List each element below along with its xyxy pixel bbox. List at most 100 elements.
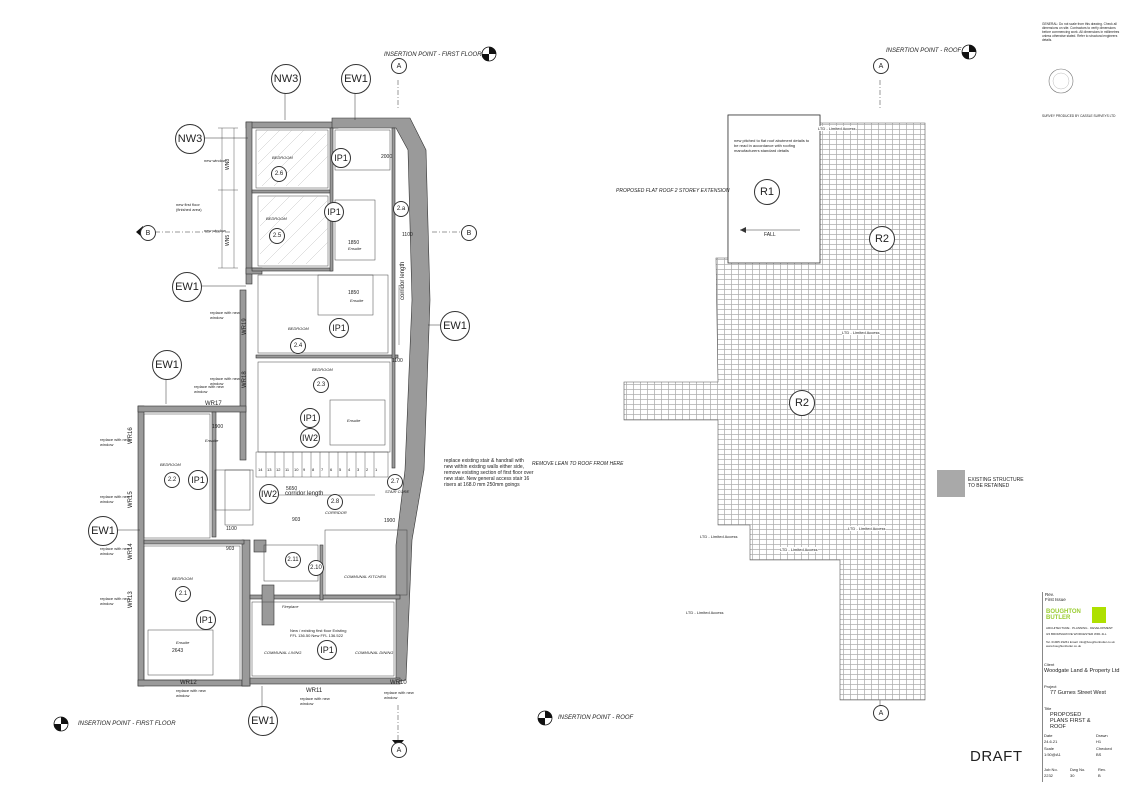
corridor-label: CORRIDOR [325, 510, 347, 515]
dimension-1100: 1100 [402, 232, 413, 238]
note-new-window: new window [204, 228, 226, 233]
note-replace-window: replace with new window [300, 696, 330, 706]
scale-label: Scale [1044, 746, 1055, 751]
note-replace-window: replace with new window [100, 437, 130, 447]
note-replace-window: replace with new window [100, 546, 130, 556]
tag-ew1: EW1 [152, 350, 182, 380]
scale-value: 1:50@A1 [1044, 752, 1061, 757]
drawn-label: Drawn [1096, 733, 1108, 738]
limited-access-label: LTD - Limited Access [686, 610, 724, 615]
project-label: Project [1044, 684, 1057, 689]
room-label: BEDROOM [312, 367, 333, 372]
tag-ew1: EW1 [172, 272, 202, 302]
dimension-1850: 1850 [348, 240, 360, 246]
insertion-point-roof-top: INSERTION POINT - ROOF [886, 48, 962, 54]
window-ref-wr12: WR12 [180, 680, 197, 686]
room-tag: 2.5 [269, 228, 285, 244]
dimension-1100: 1100 [392, 358, 403, 364]
window-ref-wr11: WR11 [306, 688, 323, 694]
stair-tread-number: 14 [258, 467, 263, 472]
dimension-5650: 5650 [286, 486, 298, 492]
ensuite-label: Ensuite [205, 438, 219, 443]
tag-ip1: IP1 [300, 408, 320, 428]
window-ref-wr17: WR17 [205, 401, 222, 407]
note-replace-window: replace with new window [100, 494, 130, 504]
insertion-point-roof-bottom: INSERTION POINT - ROOF [558, 715, 634, 721]
ensuite-label: Ensuite [176, 640, 190, 645]
stair-tread-number: 6 [330, 467, 333, 472]
client-label: Client [1044, 662, 1055, 667]
fireplace-label: Fireplace [282, 604, 299, 609]
limited-access-label: LTD - Limited Access [780, 547, 818, 552]
room-label: BEDROOM [266, 216, 287, 221]
room-tag: 2.1 [175, 586, 191, 602]
limited-access-label: LTD - Limited Access [842, 330, 880, 335]
dwgno-value: 30 [1070, 773, 1075, 778]
tag-ip1: IP1 [331, 148, 351, 168]
drawn-value: H1 [1096, 739, 1102, 744]
limited-access-label: LTD - Limited Access [700, 534, 738, 539]
tag-ew1: EW1 [440, 311, 470, 341]
note-replace-window: replace with new window [176, 688, 206, 698]
legend-existing-structure-label: EXISTING STRUCTURE TO BE RETAINED [968, 477, 1024, 489]
insertion-point-first-floor-bottom: INSERTION POINT - FIRST FLOOR [78, 721, 176, 727]
window-ref-wr19: WR19 [242, 318, 248, 335]
room-tag: 2.4 [290, 338, 306, 354]
checked-value: BS [1096, 752, 1102, 757]
dimension-2643: 2643 [172, 648, 184, 654]
company-contact: Tel. 01905 29261 Email: info@boughtonbut… [1046, 640, 1115, 648]
note-replace-window: replace with new window [100, 596, 130, 606]
north-compass [1048, 68, 1074, 94]
window-ref-wr10: WR10 [390, 680, 407, 686]
tag-ip1: IP1 [317, 640, 337, 660]
note-replace-window: replace with new window [194, 384, 224, 394]
survey-note: SURVEY PRODUCED BY CASSLE SURVEYS LTD [1042, 114, 1116, 118]
tag-nw3: NW3 [271, 64, 301, 94]
note-replace-window: replace with new window [210, 310, 240, 320]
title-block: Rev. First Issue [1042, 592, 1121, 782]
tag-nw3: NW3 [175, 124, 205, 154]
section-tag: B [140, 225, 156, 241]
rev2-label: Rev. [1098, 767, 1106, 772]
room-tag: 2.7 [387, 474, 403, 490]
note-new-first-floor: new first floor (finished area) [176, 202, 202, 212]
limited-access-label: LTD - Limited Access [848, 526, 886, 531]
checked-label: Checked [1096, 746, 1112, 751]
tag-ip1: IP1 [188, 470, 208, 490]
room-tag: 2.11 [285, 552, 301, 568]
corridor-length-dim-vertical: corridor length [400, 261, 406, 300]
tag-ip1: IP1 [196, 610, 216, 630]
project-value: 77 Gurnes Street West [1050, 690, 1106, 696]
note-existing-floor: New / existing first floor Existing FFL … [290, 628, 347, 638]
ensuite-label: Ensuite [350, 298, 364, 303]
stair-core-label: STAIR CORE [385, 489, 410, 494]
room-label: BEDROOM [288, 326, 309, 331]
room-tag: 2.6 [271, 166, 287, 182]
stair-tread-number: 11 [285, 467, 290, 472]
company-sub: ARCHITECTURE · PLANNING · DEVELOPMENT [1046, 626, 1113, 630]
room-label: BEDROOM [272, 155, 293, 160]
window-ref-wn5: WN5 [225, 234, 231, 246]
title-label: Title [1044, 706, 1052, 711]
date-value: 24.6.21 [1044, 739, 1058, 744]
communal-living-label: COMMUNAL LIVING [264, 650, 302, 655]
stair-tread-number: 13 [267, 467, 272, 472]
ensuite-label: Ensuite [348, 246, 362, 251]
tag-ip1: IP1 [324, 202, 344, 222]
stair-tread-number: 2 [366, 467, 369, 472]
section-tag: B [461, 225, 477, 241]
roof-tag-r2: R2 [869, 226, 895, 252]
room-label: BEDROOM [172, 576, 193, 581]
communal-dining-label: COMMUNAL DINING [355, 650, 394, 655]
company-logo: BOUGHTON BUTLER [1046, 607, 1106, 625]
proposed-flat-roof-label: PROPOSED FLAT ROOF 2 STOREY EXTENSION [616, 188, 730, 194]
section-tag: A [391, 742, 407, 758]
remove-lean-to-label: REMOVE LEAN TO ROOF FROM HERE [532, 461, 624, 467]
corridor-length-dim: corridor length [285, 491, 324, 497]
insertion-point-first-floor-top: INSERTION POINT - FIRST FLOOR [384, 52, 482, 58]
general-notes: GENERAL: Do not scale from this drawing.… [1042, 22, 1120, 42]
room-tag: 2.8 [327, 494, 343, 510]
jobno-label: Job No. [1044, 767, 1058, 772]
room-tag: 2.3 [313, 377, 329, 393]
